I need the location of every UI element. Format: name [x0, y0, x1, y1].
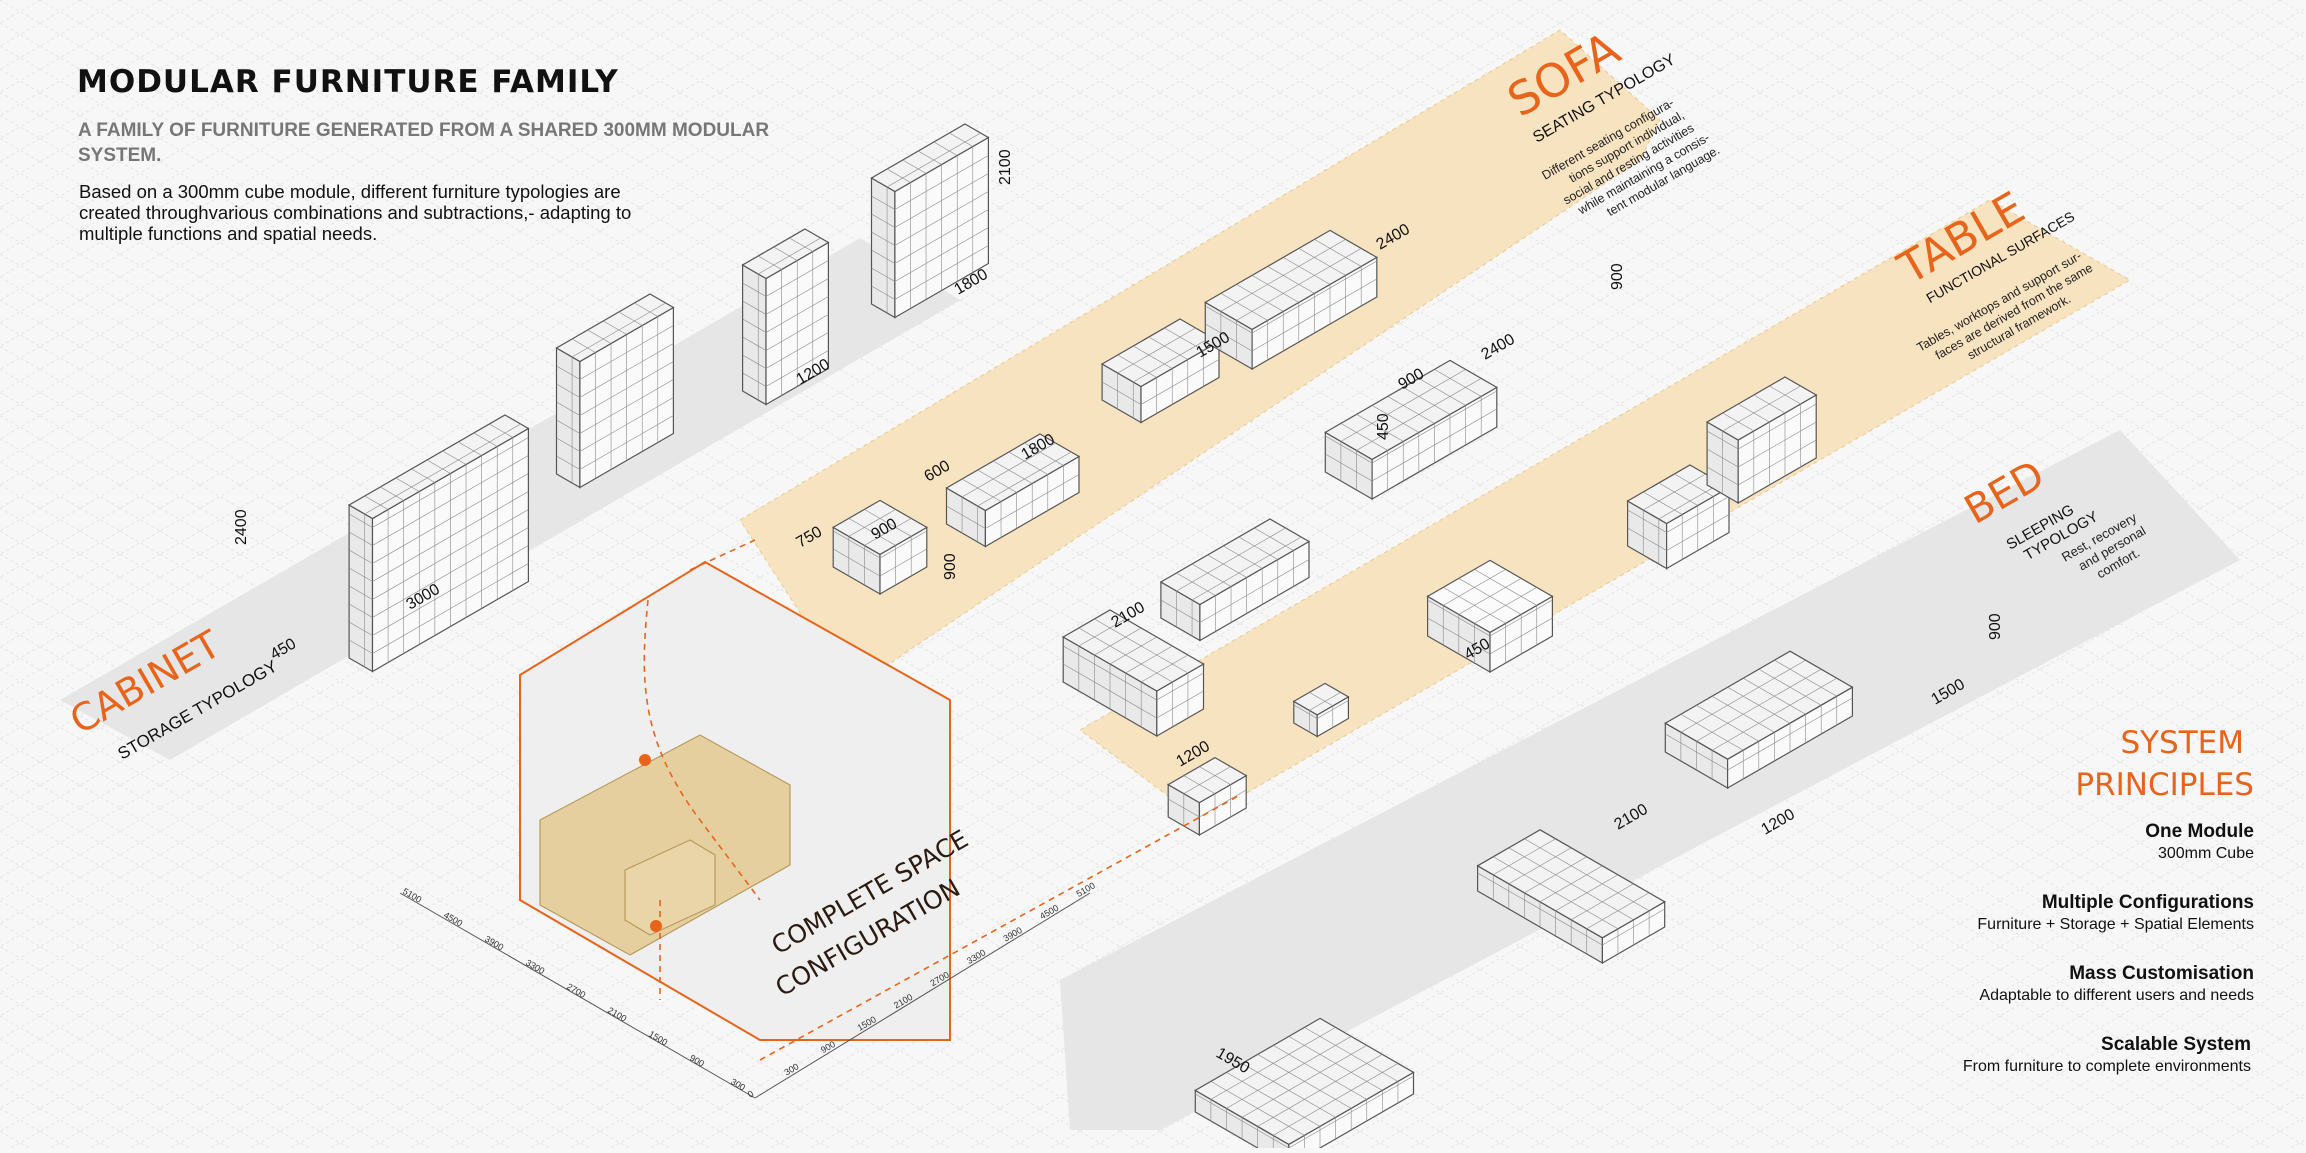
sofa-2400-top	[1204, 229, 1379, 371]
table-dining	[1426, 559, 1554, 674]
sofa-1800	[945, 433, 1081, 548]
principle-sub: From furniture to complete environments	[1962, 1058, 2251, 1075]
principle-item: Scalable System From furniture to comple…	[1831, 1033, 2251, 1077]
sofa-1500	[1100, 318, 1221, 424]
furniture-models	[347, 123, 1854, 1153]
dimension-label: 900	[942, 553, 959, 580]
principle-title: Multiple Configurations	[2041, 892, 2254, 913]
bed-bottom	[1194, 1017, 1415, 1153]
dimension-label: 450	[1375, 413, 1392, 440]
principles-heading-line: PRINCIPLES	[2075, 767, 2254, 803]
principle-sub: Adaptable to different users and needs	[1979, 987, 2254, 1004]
principle-sub: Furniture + Storage + Spatial Elements	[1977, 916, 2254, 933]
principle-title: One Module	[2145, 821, 2254, 842]
table-shelf	[1626, 464, 1731, 570]
bed-band	[1060, 430, 2240, 1130]
dimension-label: 900	[1987, 613, 2004, 640]
axis-tick-label: 0	[746, 1089, 755, 1100]
bench-seat	[539, 734, 791, 956]
sofa-2400-right	[1324, 359, 1499, 501]
cabinet-tall-b	[741, 228, 830, 406]
principle-item: Multiple Configurations Furniture + Stor…	[1834, 891, 2254, 935]
page-title: MODULAR FURNITURE FAMILY	[77, 64, 619, 100]
principle-sub: 300mm Cube	[2157, 845, 2254, 862]
principles-heading: SYSTEM PRINCIPLES	[1954, 722, 2254, 806]
page-description: Based on a 300mm cube module, different …	[79, 181, 632, 244]
table-band	[1079, 199, 2132, 821]
table-stool	[1292, 682, 1350, 738]
cabinet-tall-c	[870, 123, 990, 319]
dimension-label: 900	[1609, 263, 1626, 290]
connector-lines	[643, 539, 1241, 1061]
dimension-label: 2400	[233, 509, 250, 545]
sofa-armchair	[831, 499, 929, 596]
principle-item: Mass Customisation Adaptable to differen…	[1834, 962, 2254, 1006]
principle-title: Mass Customisation	[2069, 963, 2254, 984]
space-configuration	[519, 560, 951, 1041]
dimension-label: 2100	[997, 149, 1014, 185]
bed-top	[1664, 650, 1854, 790]
principle-title: Scalable System	[2101, 1034, 2251, 1055]
stool	[624, 839, 716, 936]
bed-middle	[1476, 829, 1666, 965]
table-cabinet	[1705, 376, 1818, 505]
cabinet-large	[347, 414, 530, 673]
table-side	[1166, 756, 1248, 837]
principle-item: One Module 300mm Cube	[1834, 820, 2254, 864]
sofa-corner	[1061, 609, 1205, 738]
page-subtitle: A FAMILY OF FURNITURE GENERATED FROM A S…	[78, 120, 770, 166]
cabinet-tall-a	[555, 293, 675, 489]
sofa-chaise	[1159, 518, 1311, 642]
principles-heading-line: SYSTEM	[2120, 725, 2244, 761]
